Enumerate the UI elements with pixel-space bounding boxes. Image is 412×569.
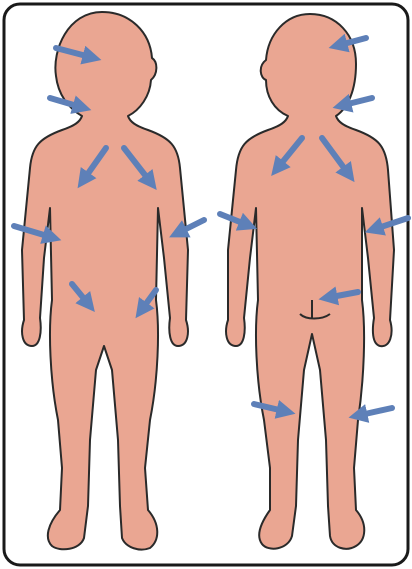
body-diagram-svg <box>0 0 412 569</box>
body-diagram <box>0 0 412 569</box>
